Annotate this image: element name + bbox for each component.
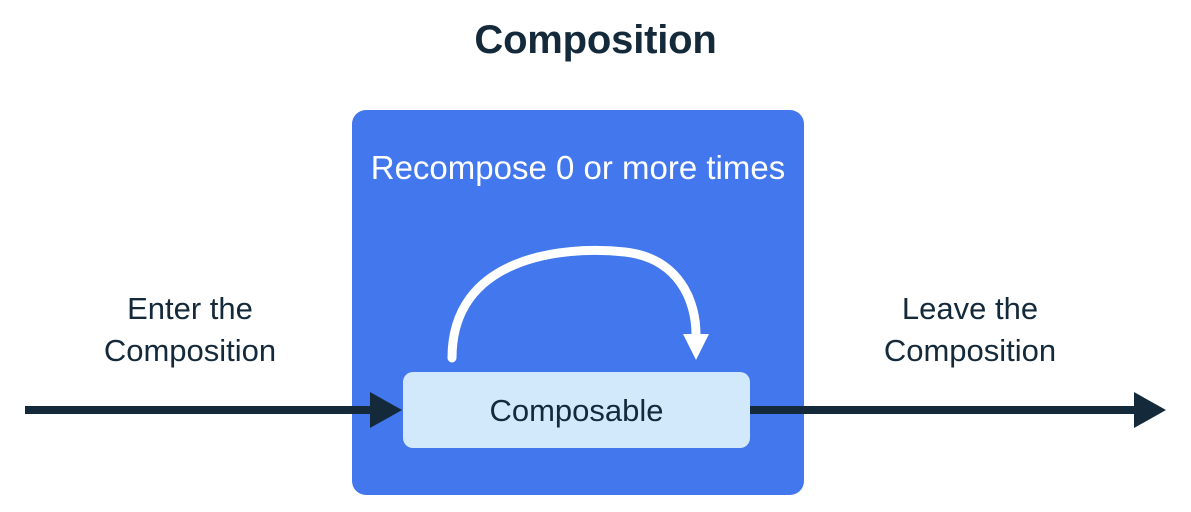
- composable-box: Composable: [403, 372, 750, 448]
- leave-arrow-icon: [750, 392, 1166, 428]
- leave-composition-label: Leave the Composition: [883, 291, 1057, 368]
- recompose-label: Recompose 0 or more times: [370, 149, 786, 186]
- page-title: Composition: [474, 18, 717, 62]
- enter-arrow-icon: [25, 392, 402, 428]
- composable-label: Composable: [489, 392, 664, 428]
- enter-composition-label: Enter the Composition: [103, 291, 277, 368]
